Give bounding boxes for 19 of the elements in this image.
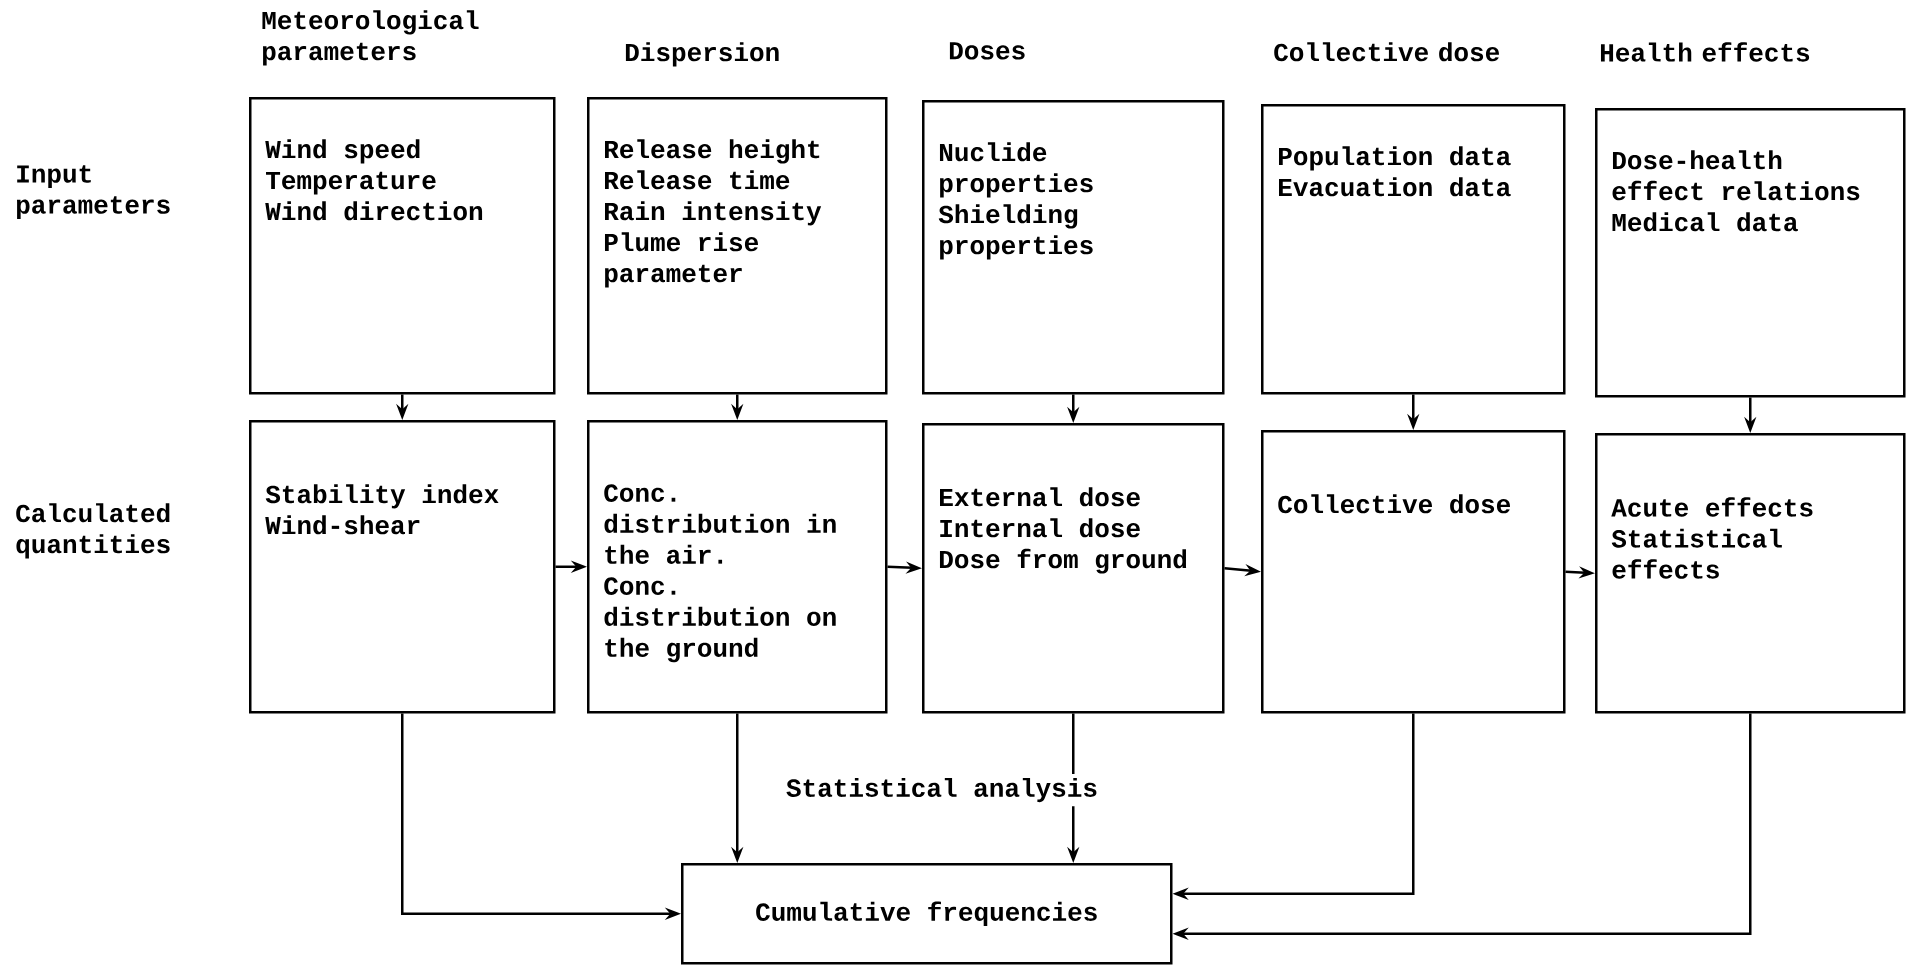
process-box: Stability index Wind-shear — [249, 420, 556, 714]
process-box: Conc. distribution in the air. Conc. distribution on the ground — [587, 420, 888, 714]
process-box: External dose Internal dose Dose from ground — [922, 423, 1225, 714]
process-box: Collective dose — [1261, 430, 1566, 714]
process-box: Population data Evacuation data — [1261, 104, 1566, 395]
process-box: Nuclide properties Shielding properties — [922, 100, 1225, 395]
process-box: Dose-health effect relations Medical data — [1595, 108, 1906, 398]
column-heading: Collective dose — [1274, 42, 1499, 62]
column-heading: Meteorological parameters — [262, 10, 479, 66]
row-label: Input parameters — [16, 165, 170, 219]
process-box: Cumulative frequencies — [681, 863, 1173, 965]
column-heading: Dispersion — [625, 42, 779, 67]
process-box: Wind speed Temperature Wind direction — [249, 97, 556, 395]
column-heading: Health effects — [1600, 42, 1810, 62]
edge-label: Statistical analysis — [782, 773, 1103, 807]
row-label: Calculated quantities — [16, 503, 170, 559]
process-box: Acute effects Statistical effects — [1595, 433, 1906, 714]
column-heading: Doses — [949, 42, 1025, 60]
process-box: Release height Release time Rain intensity Plume rise parameter — [587, 97, 888, 395]
